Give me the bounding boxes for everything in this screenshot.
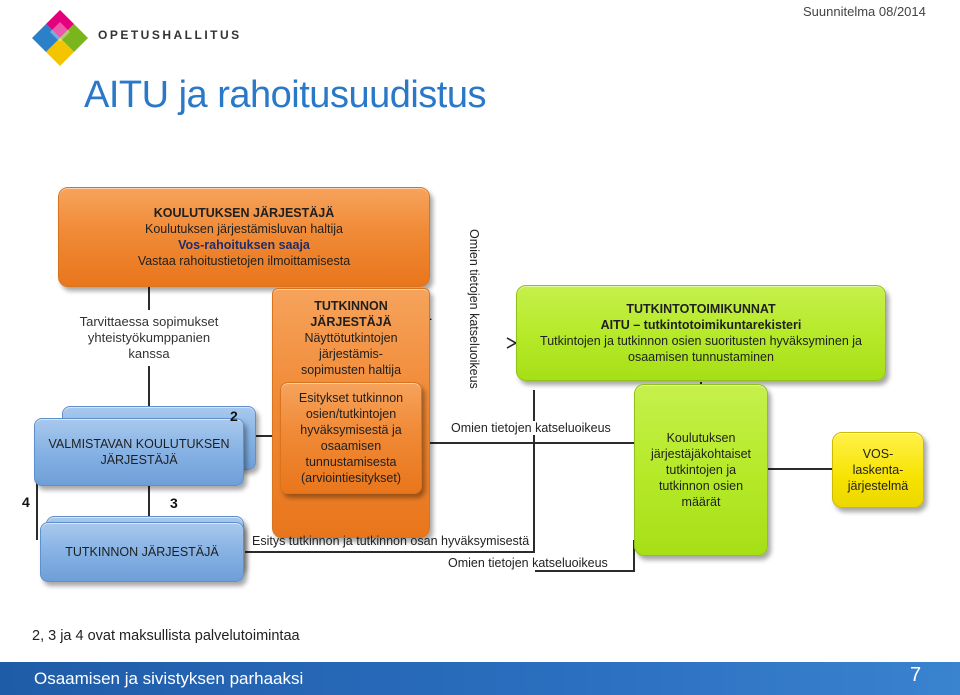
tutkinnon-jarjestaja-bottom-box: TUTKINNON JÄRJESTÄJÄ: [40, 522, 244, 582]
esitykset-box: Esitykset tutkinnon osien/tutkintojen hy…: [280, 382, 422, 494]
number-4: 4: [22, 494, 30, 510]
vos-line1: VOS-: [862, 447, 894, 461]
sopimukset-text: Tarvittaessa sopimukset yhteistyökumppan…: [64, 310, 234, 366]
tutkinnon-jarjestaja-line4: järjestämis-: [319, 347, 383, 361]
valmistava-box: VALMISTAVAN KOULUTUKSEN JÄRJESTÄJÄ: [34, 418, 244, 486]
koulutuksen-jarjestaja-line4: Vastaa rahoitustietojen ilmoittamisesta: [137, 254, 351, 268]
footer-note: 2, 3 ja 4 ovat maksullista palvelutoimin…: [32, 628, 300, 644]
maarat-line4: tutkinnon osien: [658, 479, 744, 493]
koulutuksen-jarjestaja-box: KOULUTUKSEN JÄRJESTÄJÄ Koulutuksen järje…: [58, 187, 430, 287]
koulutuksen-jarjestaja-line2: Koulutuksen järjestämisluvan haltija: [144, 222, 344, 236]
esitykset-line6: (arviointiesitykset): [300, 471, 402, 485]
tutkinnon-jarjestaja-line3: Näyttötutkintojen: [304, 331, 398, 345]
connector-maarat-vos: [768, 468, 832, 470]
connector-sopimukset-top: [148, 286, 150, 311]
connector-esitys-horizontal: [245, 551, 535, 553]
page-number: 7: [910, 664, 922, 686]
vertical-rights-label: Omien tietojen katseluoikeus: [462, 229, 482, 392]
esitykset-line2: osien/tutkintojen: [305, 407, 397, 421]
connector-mid-horizontal: [430, 442, 635, 444]
connector-4-vertical: [36, 460, 38, 540]
page-title: AITU ja rahoitusuudistus: [84, 74, 486, 116]
tutkintotoimikunnat-box: TUTKINTOTOIMIKUNNAT AITU – tutkintotoimi…: [516, 285, 886, 381]
sopimukset-line1: Tarvittaessa sopimukset: [79, 314, 219, 329]
connector-esitys-vertical: [533, 390, 535, 553]
tutkinnon-jarjestaja-text: TUTKINNON JÄRJESTÄJÄ Näyttötutkintojen j…: [276, 296, 426, 380]
tutkinnon-jarjestaja-bottom-label: TUTKINNON JÄRJESTÄJÄ: [65, 545, 219, 559]
esitykset-line4: osaamisen: [320, 439, 382, 453]
sopimukset-line3: kanssa: [128, 346, 170, 361]
mid-rights-label: Omien tietojen katseluoikeus: [450, 421, 612, 435]
vos-rahoitus-line: Vos-rahoituksen saaja: [178, 238, 310, 252]
tutkinnon-jarjestaja-line1: TUTKINNON: [314, 299, 388, 313]
koulutuksen-maarat-box: Koulutuksen järjestäjäkohtaiset tutkinto…: [634, 384, 768, 556]
bottom-rights-label: Omien tietojen katseluoikeus: [448, 556, 608, 570]
connector-3: [148, 484, 150, 518]
connector-sopimukset-bottom: [148, 365, 150, 408]
number-2: 2: [230, 408, 238, 424]
plan-date: Suunnitelma 08/2014: [803, 4, 926, 19]
logo-diamond-icon: [32, 10, 88, 66]
maarat-line2: järjestäjäkohtaiset: [650, 447, 752, 461]
vertical-rights-text: Omien tietojen katseluoikeus: [467, 229, 481, 389]
esitykset-line5: tunnustamisesta: [305, 455, 397, 469]
toimikunnat-aitu: AITU – tutkintotoimikuntarekisteri: [600, 318, 802, 332]
valmistava-line1: VALMISTAVAN KOULUTUKSEN: [48, 437, 230, 451]
connector-bottom-vertical: [633, 540, 635, 572]
esitykset-line3: hyväksymisestä ja: [300, 423, 402, 437]
footer-slogan: Osaamisen ja sivistyksen parhaaksi: [34, 669, 304, 688]
toimikunnat-line3: Tutkintojen ja tutkinnon osien suoritust…: [540, 334, 862, 348]
vos-box: VOS- laskenta- järjestelmä: [832, 432, 924, 508]
sopimukset-line2: yhteistyökumppanien: [87, 330, 211, 345]
esitykset-line1: Esitykset tutkinnon: [298, 391, 404, 405]
vos-line3: järjestelmä: [847, 479, 909, 493]
esitys-label: Esitys tutkinnon ja tutkinnon osan hyväk…: [252, 534, 530, 548]
connector-bottom-horizontal: [535, 570, 635, 572]
logo-text: OPETUSHALLITUS: [98, 28, 242, 42]
toimikunnat-line4: osaamisen tunnustaminen: [628, 350, 774, 364]
tutkinnon-jarjestaja-line2: JÄRJESTÄJÄ: [310, 315, 392, 329]
valmistava-line2: JÄRJESTÄJÄ: [100, 453, 178, 467]
koulutuksen-jarjestaja-title: KOULUTUKSEN JÄRJESTÄJÄ: [153, 206, 335, 220]
number-3: 3: [170, 495, 178, 511]
vos-line2: laskenta-: [852, 463, 904, 477]
footer-bar: [0, 662, 960, 695]
maarat-line1: Koulutuksen: [666, 431, 736, 445]
connector-2-horizontal: [252, 435, 276, 437]
logo: [30, 8, 90, 68]
maarat-line3: tutkintojen ja: [665, 463, 737, 477]
maarat-line5: määrät: [681, 495, 721, 509]
toimikunnat-title: TUTKINTOTOIMIKUNNAT: [626, 302, 776, 316]
tutkinnon-jarjestaja-line5: sopimusten haltija: [300, 363, 402, 377]
